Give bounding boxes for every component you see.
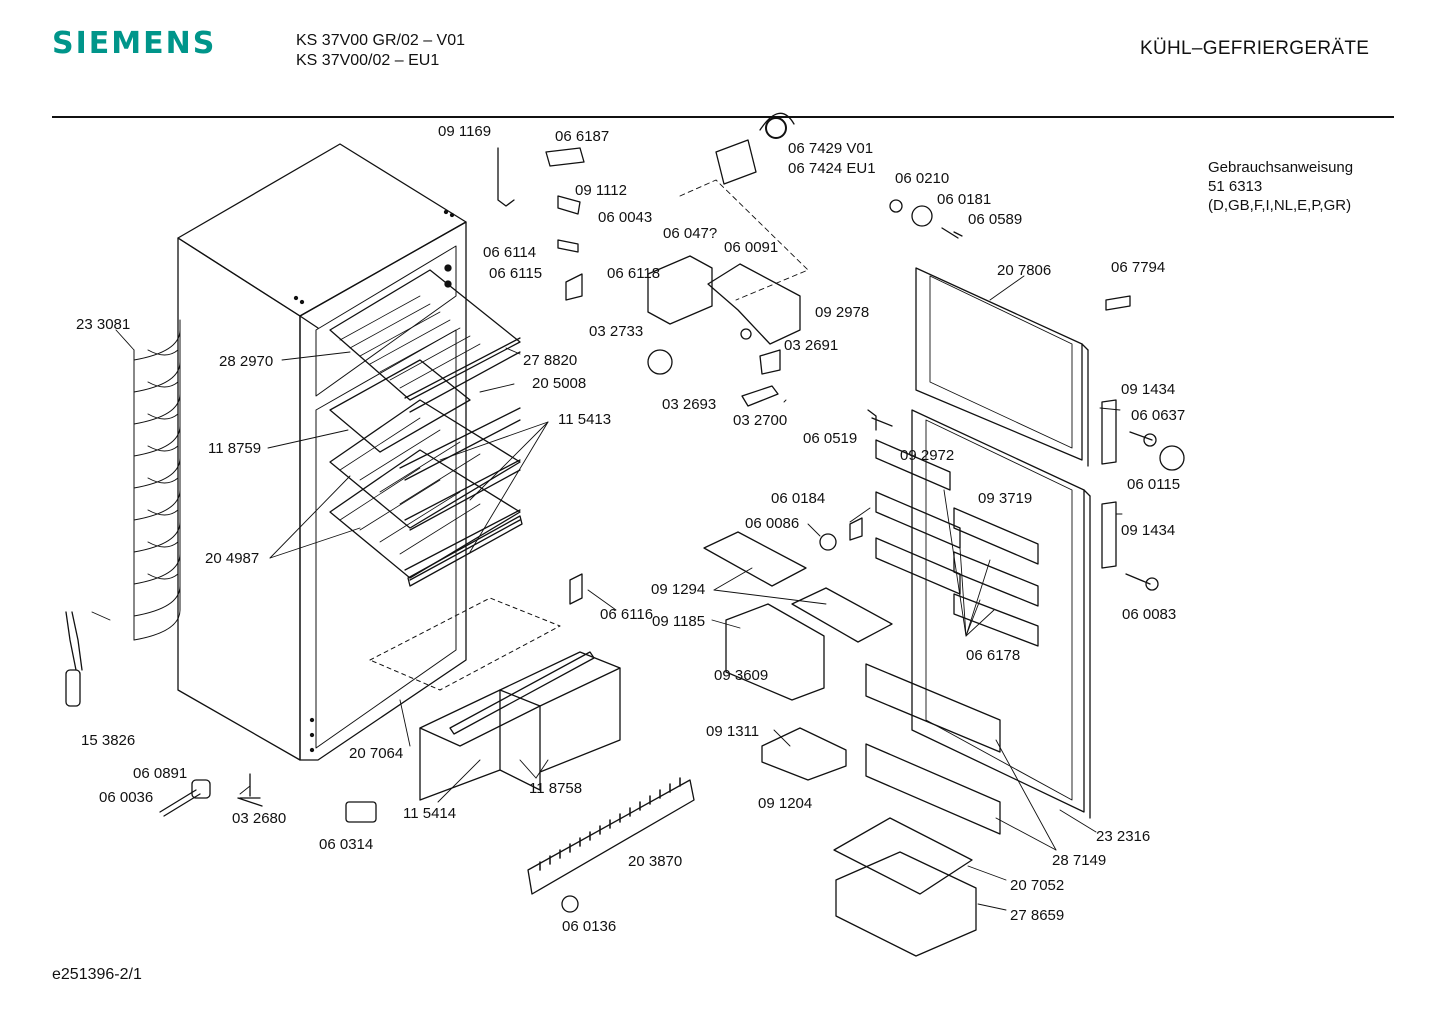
part-label: 06 0637	[1131, 407, 1186, 424]
document-id: e251396-2/1	[52, 966, 142, 983]
part-label: 03 2691	[784, 337, 839, 354]
part-label: 28 7149	[1052, 852, 1107, 869]
part-label: 27 8820	[523, 352, 578, 369]
part-label: 03 2733	[589, 323, 644, 340]
kick-plate-grille	[528, 778, 694, 894]
part-label: 09 1434	[1121, 522, 1176, 539]
part-label: 06 0136	[562, 918, 617, 935]
part-label: 06 6187	[555, 128, 610, 145]
model-line-2: KS 37V00/02 – EU1	[296, 52, 440, 69]
part-label: 09 1434	[1121, 381, 1176, 398]
part-label: 03 2700	[733, 412, 788, 429]
part-label: 06 7424 EU1	[788, 160, 876, 177]
part-label: 06 0891	[133, 765, 188, 782]
part-label: 09 2972	[900, 447, 955, 464]
part-label: 09 3609	[714, 667, 769, 684]
brand-logo: SIEMENS	[52, 26, 217, 61]
manual-languages: (D,GB,F,I,NL,E,P,GR)	[1208, 197, 1352, 214]
part-label: 20 3870	[628, 853, 683, 870]
part-label: 06 6178	[966, 647, 1021, 664]
part-label: 20 7806	[997, 262, 1052, 279]
crisper-drawers	[370, 598, 620, 800]
part-label: 06 6115	[489, 265, 543, 282]
part-label: 06 0086	[745, 515, 800, 532]
part-label: 09 1311	[706, 723, 760, 740]
part-label: 23 3081	[76, 316, 131, 333]
condenser-coil	[134, 320, 180, 640]
part-label: 09 1169	[438, 123, 492, 140]
part-label: 06 0519	[803, 430, 858, 447]
part-label: 20 7064	[349, 745, 404, 762]
part-label: 06 0314	[319, 836, 374, 853]
part-label: 28 2970	[219, 353, 274, 370]
part-label: 06 7429 V01	[788, 140, 874, 157]
egg-and-ice-trays	[704, 532, 892, 780]
part-label: 06 0036	[99, 789, 154, 806]
part-label: 09 1204	[758, 795, 813, 812]
part-label: 27 8659	[1010, 907, 1065, 924]
category-title: KÜHL–GEFRIERGERÄTE	[1140, 38, 1370, 59]
door-bins	[866, 440, 1038, 834]
part-label: 09 1294	[651, 581, 706, 598]
part-label: 03 2680	[232, 810, 287, 827]
part-label: 06 0210	[895, 170, 950, 187]
part-label: 06 0589	[968, 211, 1023, 228]
wire-shelves	[330, 270, 522, 586]
thermostat-assembly	[648, 113, 808, 406]
part-label: 23 2316	[1096, 828, 1151, 845]
part-label: 11 5414	[403, 805, 457, 822]
part-label: 11 8758	[529, 780, 583, 797]
part-label: 06 6114	[483, 244, 537, 261]
part-label: 06 0091	[724, 239, 779, 256]
part-label: 09 2978	[815, 304, 870, 321]
model-line-1: KS 37V00 GR/02 – V01	[296, 32, 465, 49]
freezer-tray-and-box	[834, 818, 976, 956]
part-label: 15 3826	[81, 732, 136, 749]
part-label: 20 5008	[532, 375, 587, 392]
freezer-door	[916, 268, 1088, 466]
part-label: 09 1112	[575, 182, 627, 199]
part-label: 06 047?	[663, 225, 718, 242]
part-label: 11 8759	[208, 440, 262, 457]
part-label: 06 0184	[771, 490, 826, 507]
manual-number: 51 6313	[1208, 178, 1263, 195]
part-label: 06 0043	[598, 209, 653, 226]
header-divider	[52, 116, 1394, 118]
manual-title: Gebrauchsanweisung	[1208, 159, 1354, 176]
leader-lines	[92, 276, 1122, 910]
part-label: 06 6118	[607, 265, 661, 282]
part-label: 03 2693	[662, 396, 717, 413]
part-label: 06 0181	[937, 191, 992, 208]
small-parts	[66, 148, 1184, 912]
part-label: 09 3719	[978, 490, 1033, 507]
part-label: 20 4987	[205, 550, 260, 567]
part-label: 06 0115	[1127, 476, 1181, 493]
part-label: 06 7794	[1111, 259, 1166, 276]
part-label: 06 0083	[1122, 606, 1177, 623]
part-label: 20 7052	[1010, 877, 1065, 894]
part-label: 09 1185	[652, 613, 706, 630]
part-label: 06 6116	[600, 606, 654, 623]
part-label: 11 5413	[558, 411, 612, 428]
fridge-door	[912, 410, 1090, 818]
